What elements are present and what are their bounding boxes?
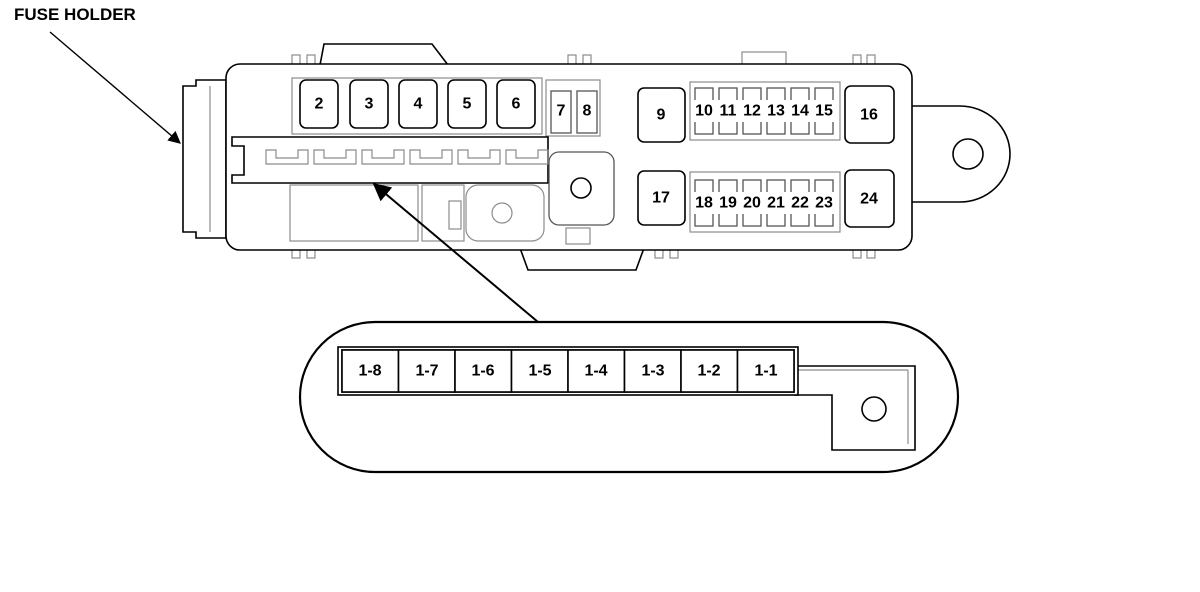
fuse-24	[844, 169, 895, 228]
fuse-6	[496, 79, 536, 129]
fuse-1-7	[397, 349, 456, 393]
fuse-1-7-label: 1-7	[415, 363, 438, 380]
fuse-1-4-label: 1-4	[584, 363, 607, 380]
fuse-4-label: 4	[414, 96, 423, 113]
fuse-1-3	[623, 349, 682, 393]
fuse-1-6-label: 1-6	[471, 363, 494, 380]
fuse-9-label: 9	[657, 107, 666, 124]
fuse-22-label: 22	[791, 195, 809, 212]
fuse-2	[299, 79, 339, 129]
fuse-10-label: 10	[695, 103, 713, 120]
fuse-3	[349, 79, 389, 129]
fuse-1-2-label: 1-2	[697, 363, 720, 380]
fuse-6-label: 6	[512, 96, 521, 113]
fuse-1-1	[736, 349, 795, 393]
fuse-1-8	[341, 349, 400, 393]
fuse-14-label: 14	[791, 103, 809, 120]
fuse-9	[637, 87, 686, 143]
fuse-7-label: 7	[557, 103, 566, 120]
fuse-4	[398, 79, 438, 129]
large-fuse-row: 2 3 4 5 6	[299, 79, 536, 129]
small-fuse-pair: 7 8	[550, 90, 598, 134]
fuse-24-label: 24	[860, 191, 878, 208]
fuse-21-label: 21	[767, 195, 785, 212]
fuse-13-label: 13	[767, 103, 785, 120]
fuse-5	[447, 79, 487, 129]
fuse-12-label: 12	[743, 103, 761, 120]
fuse-holder-title: FUSE HOLDER	[14, 5, 136, 24]
fuse-2-label: 2	[315, 96, 324, 113]
fuse-20-label: 20	[743, 195, 761, 212]
fuse-1-1-label: 1-1	[754, 363, 777, 380]
fuse-17-label: 17	[652, 190, 670, 207]
fuse-1-2	[680, 349, 739, 393]
fuse-8-label: 8	[583, 103, 592, 120]
detail-pointer-arrow	[372, 182, 539, 323]
fuse-11-label: 11	[720, 103, 737, 120]
fuse-1-3-label: 1-3	[641, 363, 664, 380]
fuse-3-label: 3	[365, 96, 374, 113]
fuse-5-label: 5	[463, 96, 472, 113]
fuse-box-body	[182, 43, 1011, 271]
fuse-1-5-label: 1-5	[528, 363, 551, 380]
fuse-18-label: 18	[695, 195, 713, 212]
fuse-19-label: 19	[719, 195, 737, 212]
fuse-1-6	[454, 349, 513, 393]
fuse-15-label: 15	[815, 103, 833, 120]
title-pointer-arrow	[49, 31, 181, 144]
mini-fuse-row-bottom: 18 19 20 21 22 23	[692, 179, 836, 227]
mini-fuse-row-top: 10 11 12 13 14 15	[692, 87, 836, 135]
fuse-23-label: 23	[815, 195, 833, 212]
fuse-holder-detail: 1-8 1-7 1-6 1-5 1-4 1-3 1-2 1-1	[298, 320, 960, 474]
fuse-17	[637, 170, 686, 226]
fuse-16	[844, 85, 895, 144]
fuse-1-8-label: 1-8	[358, 363, 381, 380]
fuse-16-label: 16	[860, 107, 878, 124]
